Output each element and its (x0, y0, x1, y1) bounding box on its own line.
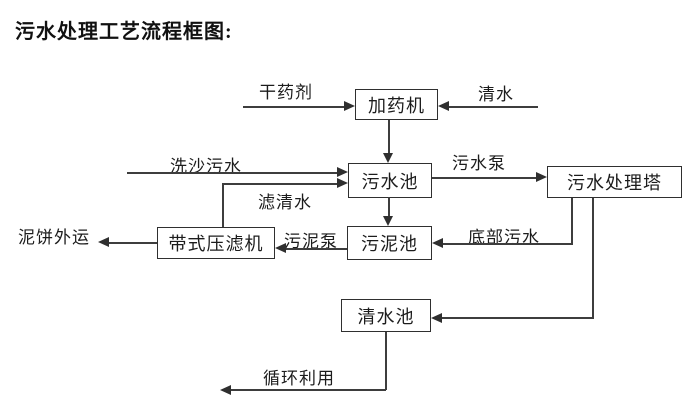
label-dry-agent: 干药剂 (259, 83, 313, 102)
arrowhead-into-sewage-top-icon (383, 153, 393, 163)
label-recycle: 循环利用 (263, 369, 335, 388)
node-treatment-tower-label: 污水处理塔 (567, 173, 662, 193)
line-tower-to-clean-h (442, 317, 594, 319)
line-filtered-water-h (222, 183, 337, 185)
arrowhead-bottom-sewage-icon (432, 238, 443, 248)
line-tower-to-clean-v (592, 198, 594, 319)
line-sand-washing (127, 172, 337, 174)
page-title: 污水处理工艺流程框图: (15, 21, 233, 43)
node-belt-filter-press-label: 带式压滤机 (168, 234, 264, 254)
arrowhead-recycle-icon (220, 385, 231, 395)
line-sewage-to-sludge-v (388, 197, 390, 217)
node-dosing-machine: 加药机 (355, 89, 438, 120)
line-sludge-pump (286, 248, 347, 250)
node-sludge-pool: 污泥池 (347, 226, 432, 260)
node-treatment-tower: 污水处理塔 (547, 166, 682, 198)
label-filtered-water: 滤清水 (258, 193, 312, 212)
node-sewage-pool-label: 污水池 (361, 171, 419, 192)
label-mud-cake-out: 泥饼外运 (18, 228, 90, 247)
line-dry-agent (243, 106, 344, 108)
node-sludge-pool-label: 污泥池 (361, 234, 418, 254)
arrowhead-mud-cake-icon (98, 237, 109, 247)
line-recycle-h (231, 389, 386, 391)
line-bottom-sewage-h (443, 243, 573, 245)
node-clean-water-pool-label: 清水池 (357, 306, 415, 327)
label-sewage-pump: 污水泵 (452, 154, 506, 173)
line-sewage-pump (432, 177, 536, 179)
node-clean-water-pool: 清水池 (341, 299, 431, 332)
line-mud-cake-out (109, 242, 157, 244)
line-filtered-water-v (222, 183, 224, 227)
line-clean-to-recycle-v (385, 332, 387, 390)
arrowhead-into-clean-pool-icon (431, 313, 442, 323)
node-belt-filter-press: 带式压滤机 (157, 227, 275, 259)
node-sewage-pool: 污水池 (348, 163, 432, 198)
label-bottom-sewage: 底部污水 (468, 228, 540, 247)
line-clean-water (448, 106, 538, 108)
label-sand-washing: 洗沙污水 (170, 157, 242, 176)
arrowhead-into-tower-icon (536, 172, 547, 182)
arrowhead-into-sludge-top-icon (383, 216, 393, 226)
line-bottom-sewage-v (571, 198, 573, 245)
arrowhead-into-dosing-right-icon (438, 101, 449, 111)
arrowhead-sand-washing-icon (337, 167, 348, 177)
arrowhead-into-dosing-left-icon (344, 101, 355, 111)
arrowhead-filtered-water-icon (337, 178, 348, 188)
arrowhead-sludge-pump-icon (275, 243, 286, 253)
label-sludge-pump: 污泥泵 (284, 232, 338, 251)
node-dosing-machine-label: 加药机 (368, 95, 425, 116)
label-clean-water: 清水 (478, 85, 514, 104)
line-dosing-to-sewage-v (388, 120, 390, 154)
